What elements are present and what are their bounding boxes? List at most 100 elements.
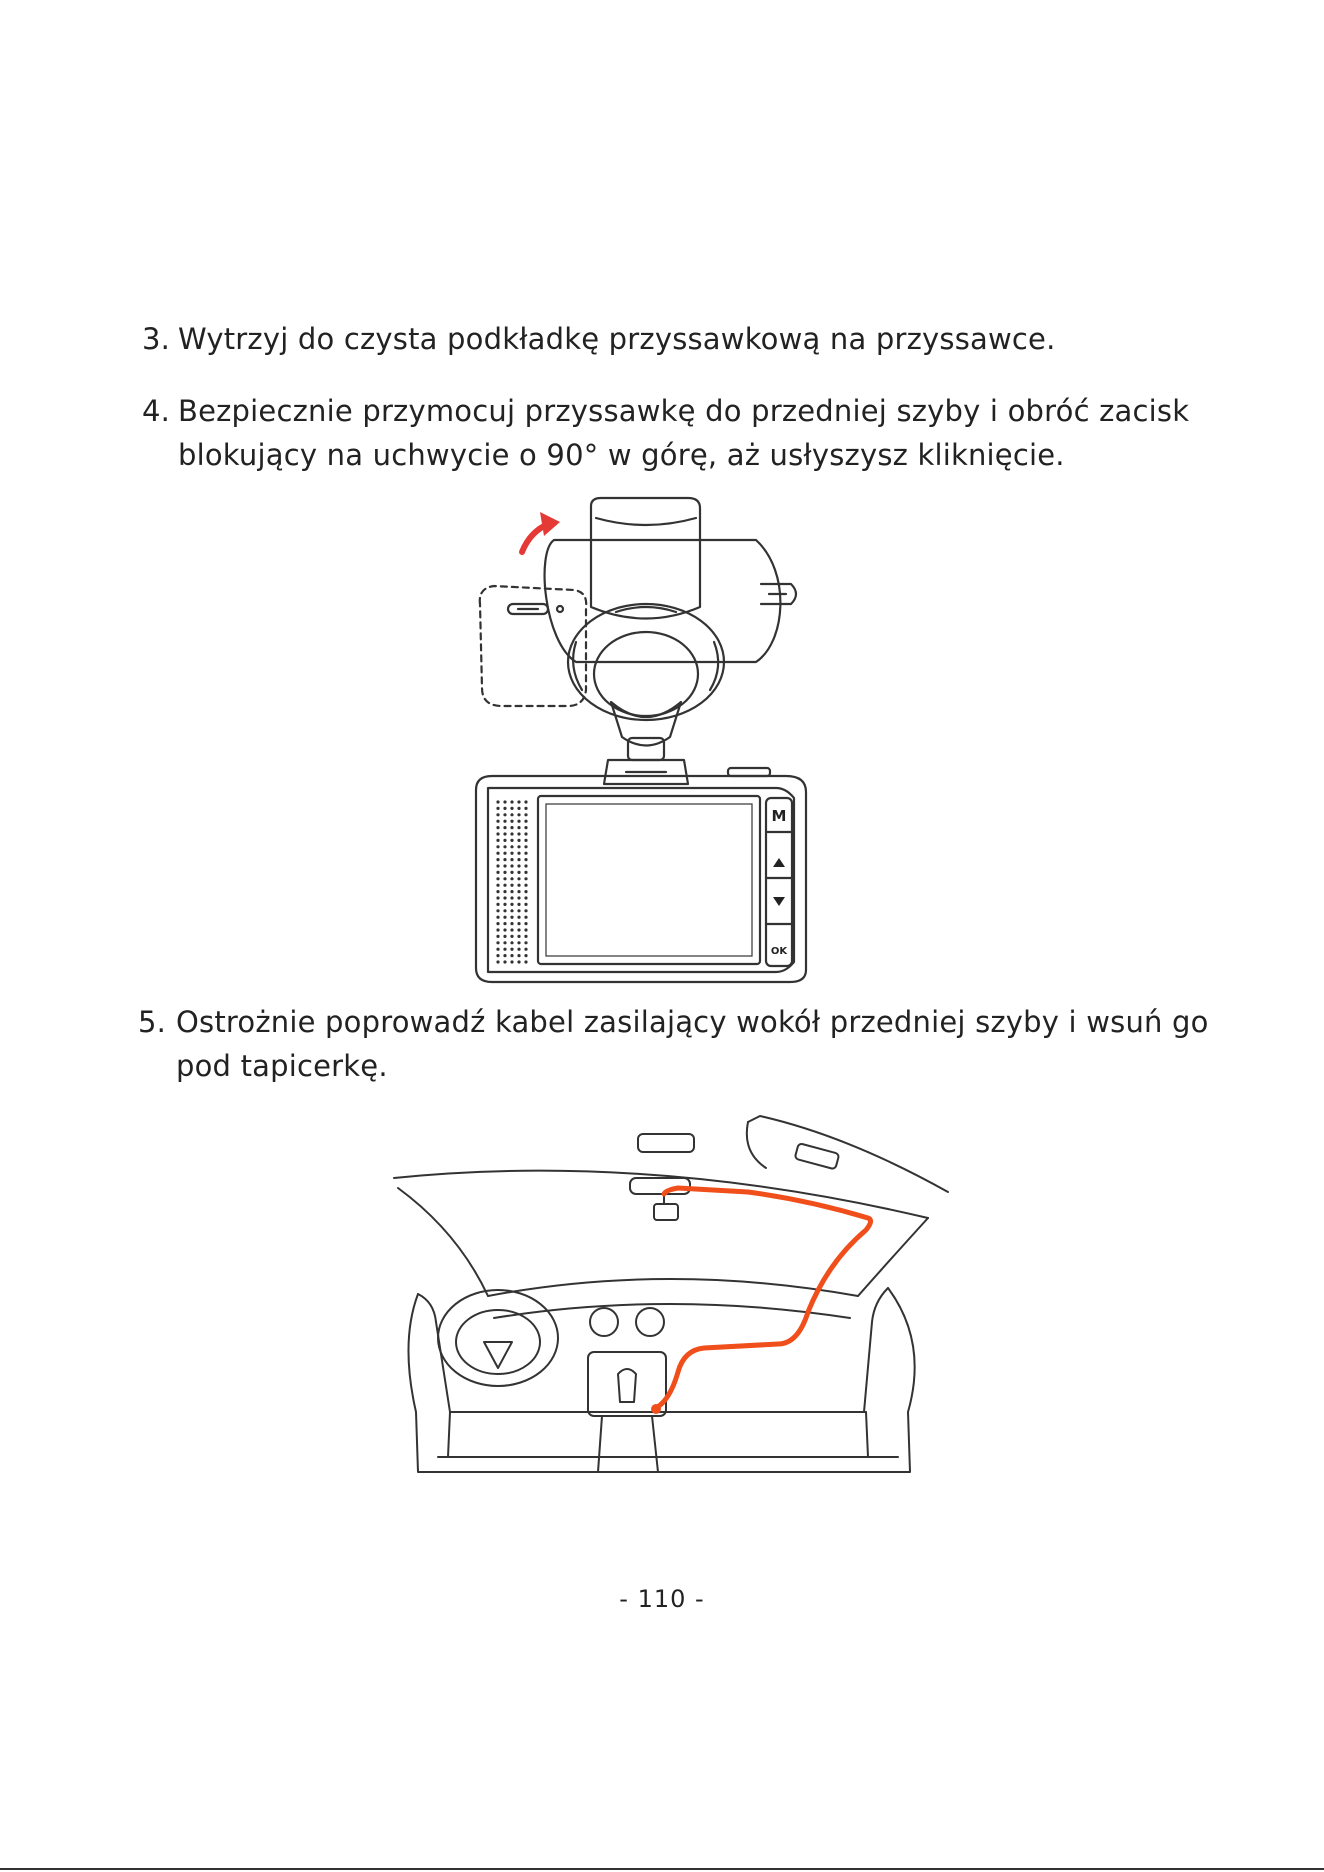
grille-dot bbox=[517, 960, 520, 963]
grille-dot bbox=[517, 820, 520, 823]
grille-dot bbox=[517, 935, 520, 938]
power-button bbox=[728, 768, 770, 776]
mounted-dashcam bbox=[654, 1204, 678, 1220]
grille-dot bbox=[503, 909, 506, 912]
grille-dot bbox=[496, 864, 499, 867]
grille-dot bbox=[496, 845, 499, 848]
grille-dot bbox=[510, 864, 513, 867]
grille-dot bbox=[524, 852, 527, 855]
grille-dot bbox=[503, 839, 506, 842]
grille-dot bbox=[524, 826, 527, 829]
grille-dot bbox=[517, 800, 520, 803]
grille-dot bbox=[503, 877, 506, 880]
grille-dot bbox=[496, 826, 499, 829]
grille-dot bbox=[503, 922, 506, 925]
grille-dot bbox=[510, 948, 513, 951]
grille-dot bbox=[503, 890, 506, 893]
grille-dot bbox=[510, 935, 513, 938]
air-vent bbox=[590, 1308, 618, 1336]
grille-dot bbox=[496, 941, 499, 944]
grille-dot bbox=[517, 916, 520, 919]
dashboard bbox=[488, 1279, 858, 1296]
grille-dot bbox=[496, 839, 499, 842]
grille-dot bbox=[524, 884, 527, 887]
page-bottom-rule bbox=[0, 1868, 1324, 1870]
grille-dot bbox=[517, 877, 520, 880]
grille-dot bbox=[496, 928, 499, 931]
grille-dot bbox=[517, 832, 520, 835]
grille-dot bbox=[503, 820, 506, 823]
grille-dot bbox=[510, 916, 513, 919]
grille-dot bbox=[524, 813, 527, 816]
grille-dot bbox=[496, 884, 499, 887]
grille-dot bbox=[503, 928, 506, 931]
step-text: Bezpiecznie przymocuj przyssawkę do prze… bbox=[178, 389, 1222, 477]
suction-cup bbox=[545, 540, 781, 662]
grille-dot bbox=[524, 858, 527, 861]
grille-dot bbox=[503, 884, 506, 887]
instruction-step-4: 4. Bezpiecznie przymocuj przyssawkę do p… bbox=[142, 389, 1222, 477]
grille-dot bbox=[524, 896, 527, 899]
grille-dot bbox=[496, 820, 499, 823]
step-number: 3. bbox=[142, 317, 178, 361]
grille-dot bbox=[503, 948, 506, 951]
grille-dot bbox=[517, 928, 520, 931]
grille-dot bbox=[503, 858, 506, 861]
grille-dot bbox=[524, 807, 527, 810]
grille-dot bbox=[496, 858, 499, 861]
grille-dot bbox=[510, 941, 513, 944]
step-text: Ostrożnie poprowadź kabel zasilający wok… bbox=[176, 1000, 1218, 1088]
grille-dot bbox=[496, 954, 499, 957]
grille-dot bbox=[496, 960, 499, 963]
grille-dot bbox=[524, 948, 527, 951]
grille-dot bbox=[524, 839, 527, 842]
grille-dot bbox=[524, 877, 527, 880]
grille-dot bbox=[517, 813, 520, 816]
triangle-up-icon bbox=[773, 858, 785, 867]
grille-dot bbox=[524, 903, 527, 906]
grille-dot bbox=[510, 954, 513, 957]
grille-dot bbox=[503, 813, 506, 816]
instruction-step-5: 5. Ostrożnie poprowadź kabel zasilający … bbox=[138, 1000, 1218, 1088]
grille-dot bbox=[524, 960, 527, 963]
page-number: - 110 - bbox=[0, 1585, 1324, 1613]
menu-button: M bbox=[772, 807, 787, 825]
grille-dot bbox=[524, 928, 527, 931]
grille-dot bbox=[524, 832, 527, 835]
grille-dot bbox=[517, 864, 520, 867]
grille-dot bbox=[524, 845, 527, 848]
grille-dot bbox=[510, 871, 513, 874]
grille-dot bbox=[503, 826, 506, 829]
grille-dot bbox=[524, 871, 527, 874]
grille-dot bbox=[496, 948, 499, 951]
step-number: 4. bbox=[142, 389, 178, 477]
grille-dot bbox=[503, 896, 506, 899]
step-text: Wytrzyj do czysta podkładkę przyssawkową… bbox=[178, 317, 1222, 361]
ok-button: OK bbox=[771, 946, 789, 957]
grille-dot bbox=[510, 800, 513, 803]
grille-dot bbox=[503, 960, 506, 963]
grille-dot bbox=[517, 903, 520, 906]
grille-dot bbox=[503, 832, 506, 835]
grille-dot bbox=[503, 845, 506, 848]
grille-dot bbox=[517, 826, 520, 829]
grille-dot bbox=[517, 896, 520, 899]
car-interior-illustration bbox=[388, 1112, 948, 1512]
speaker-grille bbox=[496, 800, 527, 963]
grille-dot bbox=[524, 941, 527, 944]
grille-dot bbox=[510, 928, 513, 931]
grille-dot bbox=[517, 941, 520, 944]
grille-dot bbox=[496, 807, 499, 810]
triangle-down-icon bbox=[773, 897, 785, 906]
grille-dot bbox=[496, 890, 499, 893]
grille-dot bbox=[503, 903, 506, 906]
grille-dot bbox=[503, 852, 506, 855]
grille-dot bbox=[510, 877, 513, 880]
grille-dot bbox=[503, 807, 506, 810]
grille-dot bbox=[524, 800, 527, 803]
grille-dot bbox=[517, 948, 520, 951]
rear-view-mirror bbox=[638, 1134, 694, 1152]
grille-dot bbox=[496, 852, 499, 855]
grille-dot bbox=[510, 832, 513, 835]
